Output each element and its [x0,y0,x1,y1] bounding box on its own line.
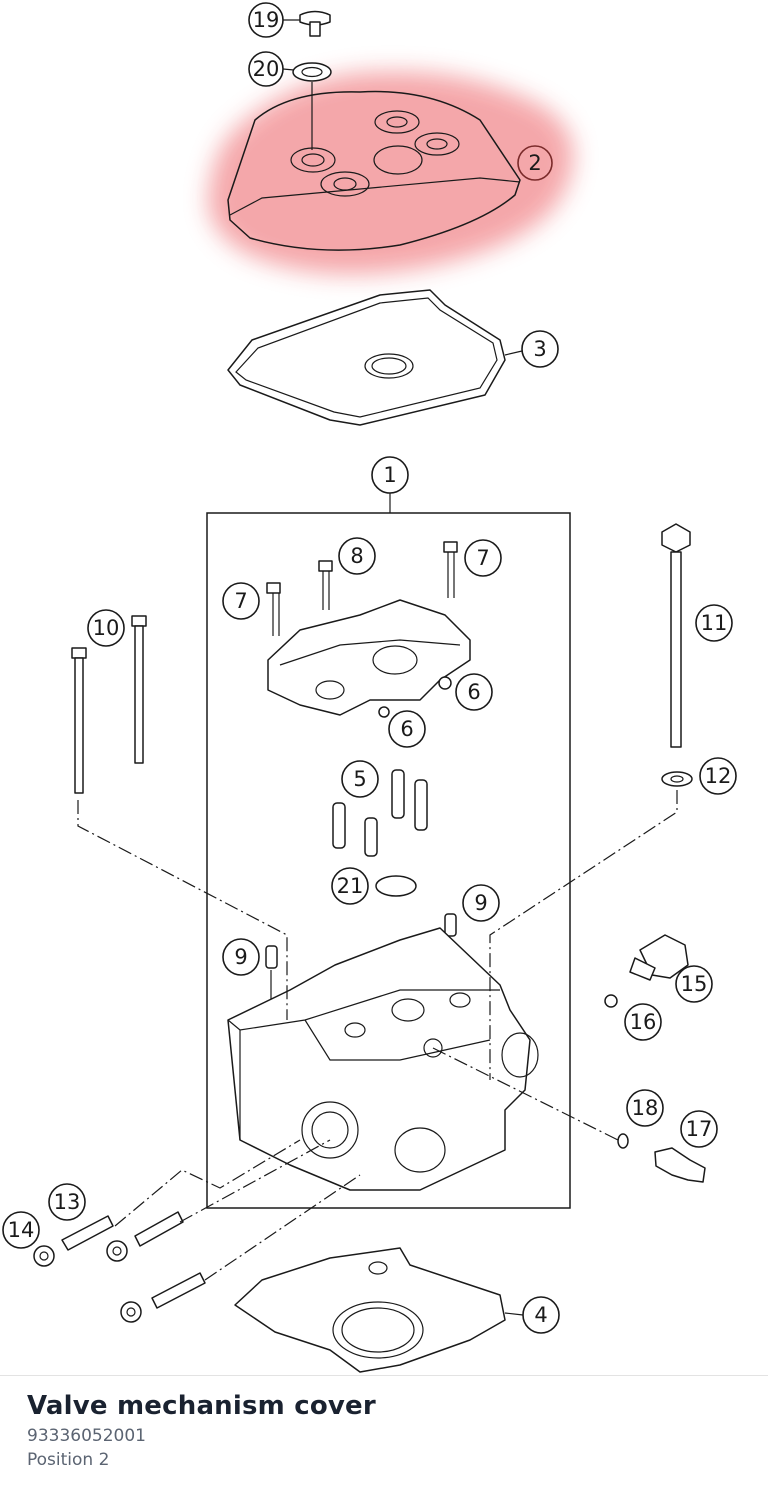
svg-text:20: 20 [253,57,280,81]
callout-6-upper[interactable]: 6 [455,673,493,711]
part-8-bolt[interactable] [318,560,333,610]
svg-text:19: 19 [253,8,280,32]
part-19-screw[interactable] [299,10,331,37]
part-1-group-frame [206,493,571,1209]
svg-text:6: 6 [467,680,480,704]
part-12-washer[interactable] [661,771,693,787]
callout-16[interactable]: 16 [624,1003,662,1041]
svg-text:17: 17 [686,1117,713,1141]
svg-text:13: 13 [54,1190,81,1214]
callout-17[interactable]: 17 [680,1110,718,1148]
callout-10[interactable]: 10 [87,609,125,647]
svg-text:10: 10 [93,616,120,640]
svg-text:9: 9 [474,891,487,915]
callout-11[interactable]: 11 [695,604,733,642]
svg-text:14: 14 [8,1218,35,1242]
part-18-sealing-ring[interactable] [617,1133,629,1149]
part-9-dowel-left[interactable] [265,945,278,1020]
callout-21[interactable]: 21 [331,867,369,905]
part-10-stud-right[interactable] [131,615,147,764]
camshaft-carrier[interactable] [267,599,471,716]
part-1-cylinder-head[interactable] [227,927,539,1191]
callout-4[interactable]: 4 [522,1296,560,1334]
callout-12[interactable]: 12 [699,757,737,795]
part-11-long-bolt[interactable] [661,523,691,748]
part-position: Position 2 [27,1450,110,1470]
svg-text:5: 5 [353,767,366,791]
callout-18[interactable]: 18 [626,1089,664,1127]
part-title: Valve mechanism cover [27,1391,376,1421]
callouts: 19 20 2 3 1 8 7 7 10 11 6 6 5 12 21 9 9 … [2,2,737,1334]
callout-8[interactable]: 8 [338,537,376,575]
divider [0,1375,768,1376]
svg-text:7: 7 [234,589,247,613]
callout-13[interactable]: 13 [48,1183,86,1221]
part-info-panel: Valve mechanism cover 93336052001 Positi… [27,1388,747,1472]
part-7-bolt-left[interactable] [266,582,281,636]
svg-text:1: 1 [383,463,396,487]
callout-20[interactable]: 20 [248,51,284,87]
svg-text:2: 2 [528,151,541,175]
part-13-stud-b[interactable] [134,1211,184,1247]
callout-5[interactable]: 5 [341,760,379,798]
exploded-parts-diagram: 19 20 2 3 1 8 7 7 10 11 6 6 5 12 21 9 9 … [2,2,737,1373]
svg-text:18: 18 [632,1096,659,1120]
svg-text:12: 12 [705,764,732,788]
part-13-stud-a[interactable] [61,1215,114,1251]
part-6-dowel-upper[interactable] [438,676,452,690]
part-number: 93336052001 [27,1426,146,1446]
svg-text:16: 16 [630,1010,657,1034]
svg-text:11: 11 [701,611,728,635]
part-21-o-ring[interactable] [375,875,417,897]
svg-text:3: 3 [533,337,546,361]
svg-text:4: 4 [534,1303,547,1327]
callout-1[interactable]: 1 [371,456,409,494]
callout-7-left[interactable]: 7 [222,582,260,620]
part-15-temperature-sensor[interactable] [629,934,689,981]
assembly-lines [77,790,678,1281]
callout-7-right[interactable]: 7 [464,539,502,577]
part-16-o-ring[interactable] [604,994,618,1008]
callout-9-right[interactable]: 9 [462,884,500,922]
part-13-stud-c[interactable] [151,1272,206,1309]
part-17-sensor[interactable] [654,1147,706,1183]
svg-text:6: 6 [400,717,413,741]
part-4-head-gasket[interactable] [234,1247,506,1373]
svg-text:15: 15 [681,972,708,996]
callout-9-left[interactable]: 9 [222,938,260,976]
part-14-nut-b[interactable] [106,1240,128,1262]
callout-19[interactable]: 19 [248,2,284,38]
callout-6-lower[interactable]: 6 [388,710,426,748]
callout-2[interactable]: 2 [517,145,553,181]
svg-text:9: 9 [234,945,247,969]
callout-14[interactable]: 14 [2,1211,40,1249]
part-3-cover-gasket[interactable] [227,289,506,426]
callout-3[interactable]: 3 [521,330,559,368]
part-6-dowel-lower[interactable] [378,706,390,718]
svg-text:7: 7 [476,546,489,570]
part-10-stud-left[interactable] [71,647,87,794]
part-5-valve-guides[interactable] [332,769,428,857]
svg-text:8: 8 [350,544,363,568]
part-14-nut-a[interactable] [33,1245,55,1267]
part-7-bolt-right[interactable] [443,541,458,598]
callout-15[interactable]: 15 [675,965,713,1003]
part-20-seal-washer[interactable] [292,62,332,82]
part-14-nut-c[interactable] [120,1301,142,1323]
part-2-valve-cover[interactable] [227,90,521,251]
svg-text:21: 21 [337,874,364,898]
